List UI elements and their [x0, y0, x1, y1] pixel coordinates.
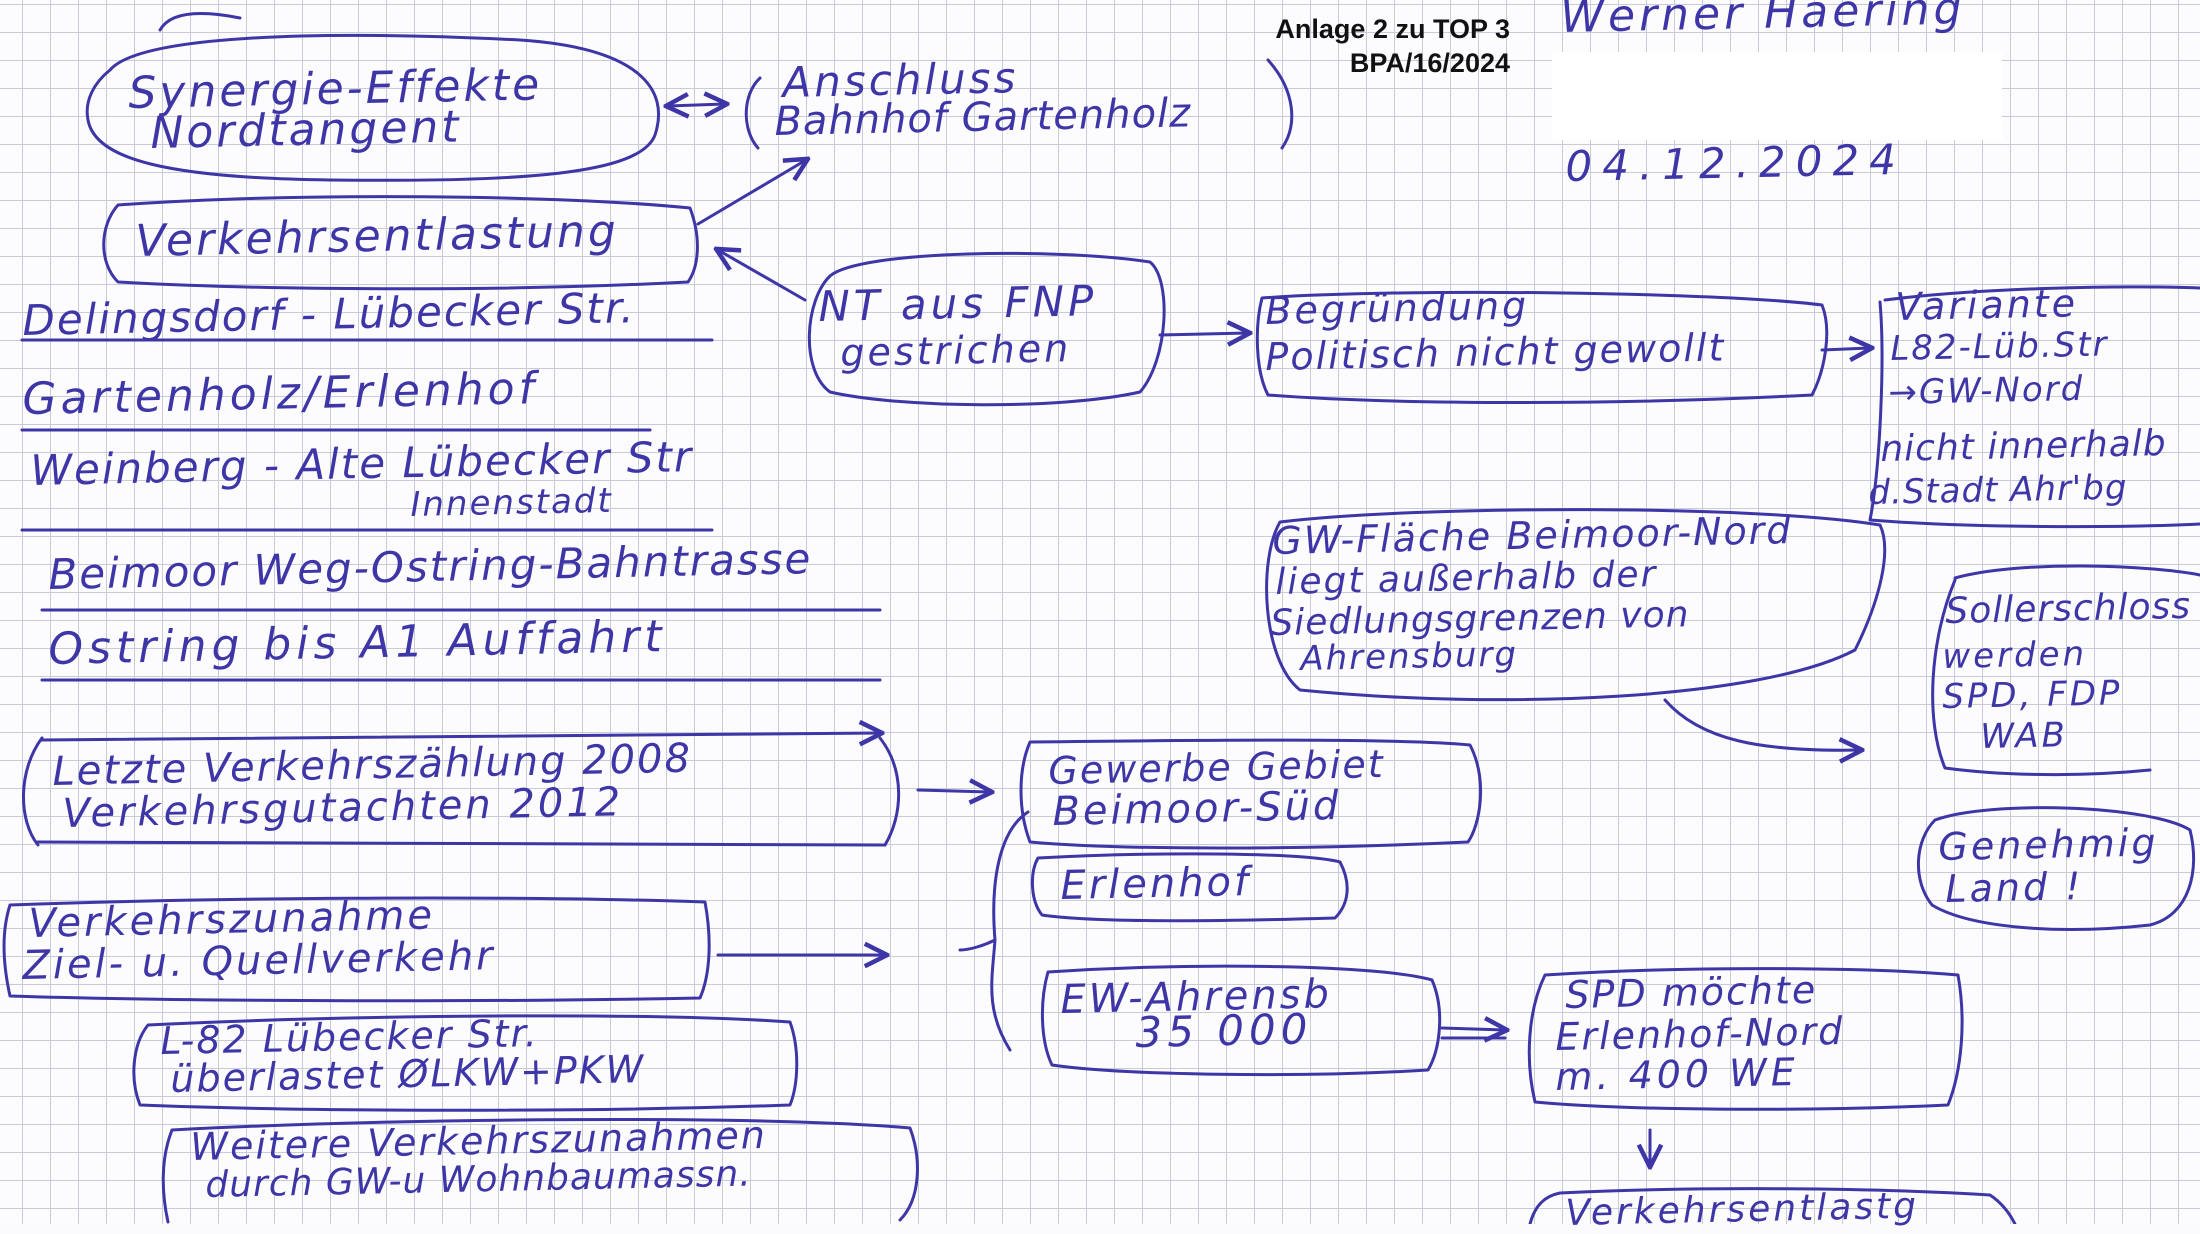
gw-soller-arrow: [1663, 698, 1860, 750]
note-spd-line3: m. 400 WE: [1554, 1049, 1800, 1099]
note-genehmig-line2: Land !: [1944, 864, 2084, 911]
note-date: 04.12.2024: [1564, 134, 1907, 191]
annex-line-2: BPA/16/2024: [1349, 48, 1510, 78]
nt-outline: [807, 251, 1166, 407]
note-soller-line3: SPD, FDP: [1941, 673, 2123, 717]
nt-begruendung-arrow: [1158, 333, 1248, 335]
entlastung-anschluss-arrow: [696, 160, 806, 226]
note-zaehlung-line2: Verkehrsgutachten 2012: [61, 779, 624, 837]
note-spd-line2: Erlenhof-Nord: [1554, 1008, 1845, 1059]
author-name: Werner Haering: [1559, 0, 1966, 43]
genehmig-outline: [1916, 806, 2196, 931]
spd-outline: [1527, 967, 1964, 1111]
note-variante-line3: →GW-Nord: [1887, 368, 2085, 413]
note-innerhalb-line1: nicht innerhalb: [1879, 423, 2168, 470]
note-erlenhof: Erlenhof: [1059, 859, 1252, 909]
note-begruendung-line2: Politisch nicht gewollt: [1264, 325, 1726, 379]
synergie-outline: [85, 33, 660, 182]
note-soller-line4: WAB: [1979, 715, 2069, 757]
note-anschluss-line2: Bahnhof Gartenholz: [773, 90, 1192, 145]
note-bottom-cut: Verkehrsentlastg: [1564, 1185, 1920, 1234]
verkehrsentlastung-outline: [102, 195, 699, 291]
begruendung-variante-arrow: [1820, 348, 1870, 350]
ew-spd-arrow-a: [1440, 1028, 1505, 1030]
note-begruendung-line1: Begründung: [1264, 283, 1530, 333]
note-verkehrsentlastung: Verkehrsentlastung: [134, 205, 620, 267]
zaehlung-gewerbe-arrow: [916, 790, 990, 792]
note-nt-line2: gestrichen: [839, 326, 1072, 375]
variante-outline: [1868, 285, 2200, 529]
zunahme-outline: [2, 896, 711, 1003]
note-variante-line2: L82-Lüb.Str: [1889, 324, 2109, 369]
l82-outline: [132, 1014, 799, 1112]
gw-outline: [1265, 508, 1887, 702]
anschluss-bracket-right: [1266, 58, 1294, 150]
redaction-box: [1552, 52, 2002, 140]
note-synergie-line2: Nordtangent: [149, 101, 463, 159]
weitere-outline: [161, 1118, 919, 1224]
gewerbe-outline: [1019, 738, 1482, 850]
nt-entlastung-arrow: [718, 250, 807, 302]
note-variante-line1: Variante: [1894, 281, 2079, 329]
note-gw-line4: Ahrensburg: [1299, 634, 1519, 679]
synergie-tail: [158, 12, 242, 32]
note-l82-line2: überlastet ØLKW+PKW: [169, 1047, 646, 1101]
note-gewerbe-line2: Beimoor-Süd: [1051, 782, 1342, 835]
note-soller-line1: Sollerschloss: [1944, 585, 2192, 632]
zaehlung-top: [40, 733, 880, 740]
note-soller-line2: werden: [1941, 633, 2088, 677]
synergie-anschluss-arrow: [668, 104, 725, 106]
note-gw-line1: GW-Fläche Beimoor-Nord: [1271, 508, 1793, 563]
note-gw-line2: liegt außerhalb der: [1274, 553, 1658, 603]
annex-label: Anlage 2 zu TOP 3 BPA/16/2024: [1180, 12, 1510, 80]
note-ew-line2: 35 000: [1134, 1004, 1313, 1057]
zaehlung-bracket-right: [878, 736, 901, 847]
bottom-outline: [1528, 1187, 2017, 1224]
soller-outline: [1931, 564, 2200, 777]
begruendung-outline: [1255, 290, 1829, 404]
note-spd-line1: SPD möchte: [1564, 967, 1818, 1017]
zaehlung-bracket-left: [22, 736, 44, 847]
note-nt-line1: NT aus FNP: [817, 276, 1098, 331]
note-weinberg-line2: Innenstadt: [409, 480, 614, 525]
note-gartenholz: Gartenholz/Erlenhof: [21, 363, 539, 425]
note-zunahme-line2: Ziel- u. Quellverkehr: [21, 933, 496, 989]
zaehlung-bottom: [36, 840, 887, 847]
brace: [958, 810, 1030, 1052]
ew-outline: [1040, 964, 1442, 1077]
note-delingsdorf: Delingsdorf - Lübecker Str.: [21, 283, 637, 345]
erlenhof-outline: [1031, 852, 1349, 923]
annex-line-1: Anlage 2 zu TOP 3: [1275, 14, 1510, 44]
note-innerhalb-line2: d.Stadt Ahr'bg: [1867, 467, 2128, 513]
note-ostring: Ostring bis A1 Auffahrt: [47, 611, 668, 675]
note-genehmig-line1: Genehmig: [1937, 820, 2159, 869]
anschluss-bracket-left: [744, 76, 762, 150]
